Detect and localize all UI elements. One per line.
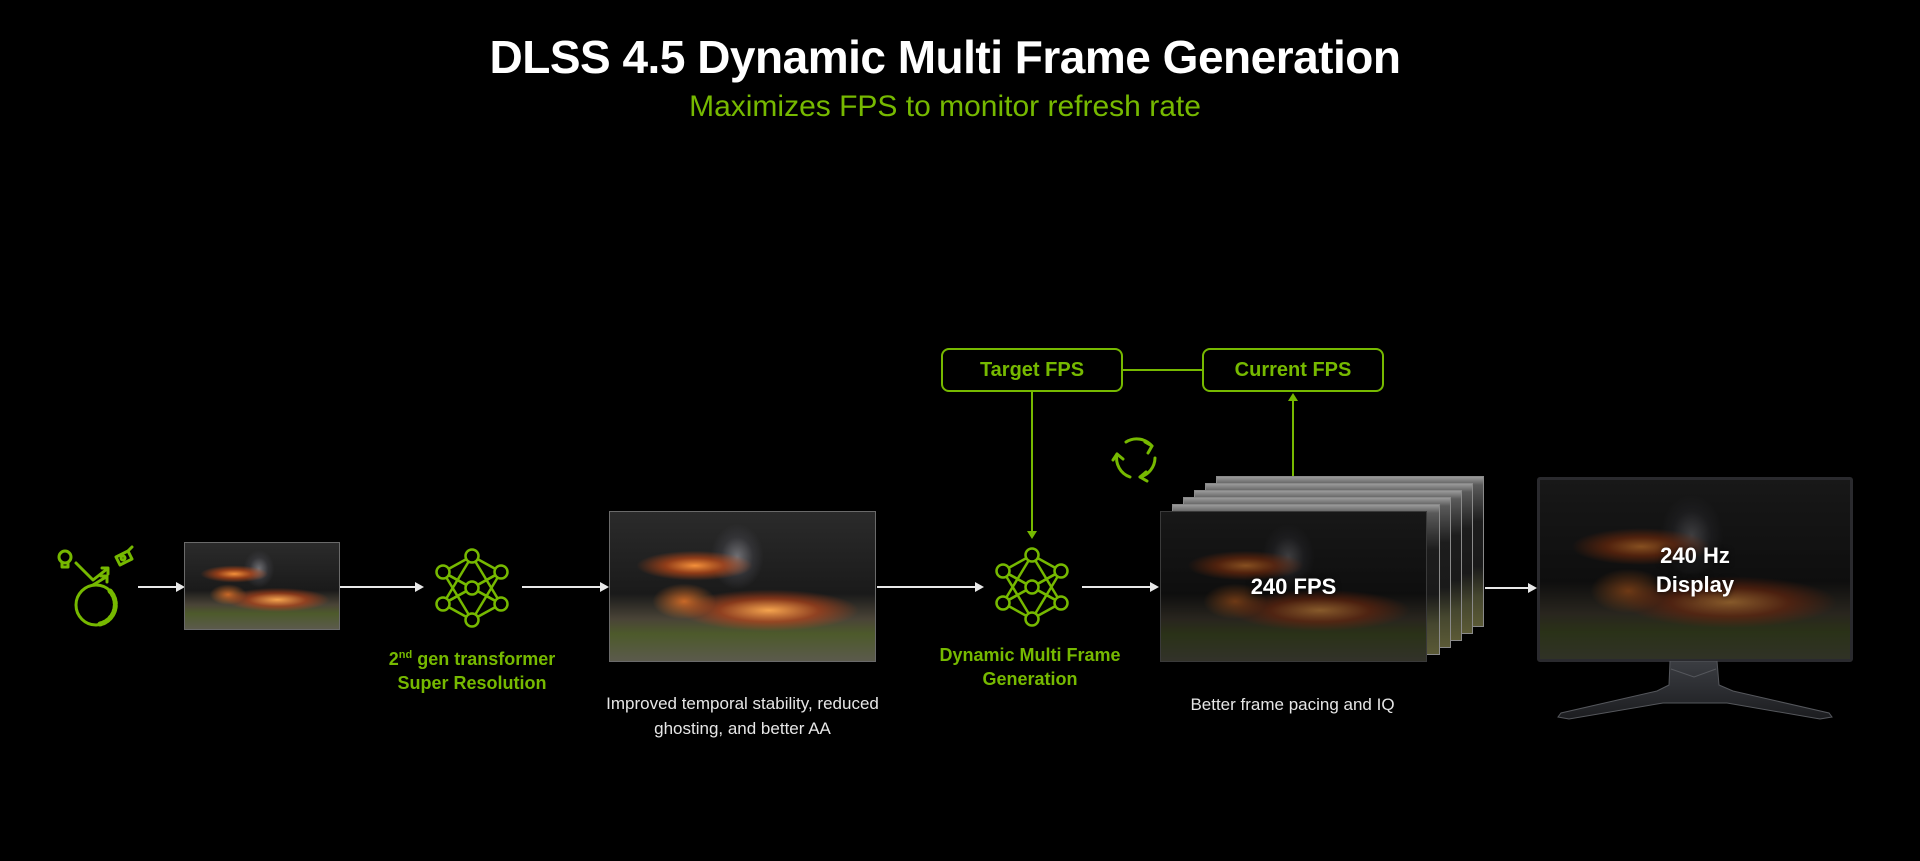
target-down-line <box>1031 392 1033 533</box>
current-fps-label: Current FPS <box>1234 358 1352 381</box>
monitor-stand <box>1557 661 1833 720</box>
arrow-right-icon <box>415 582 424 592</box>
dmfg-label: Dynamic Multi Frame Generation <box>939 645 1121 689</box>
super-resolution-label: 2nd gen transformer Super Resolution <box>388 649 556 693</box>
ray-tracing-render-icon <box>52 545 138 627</box>
page-title: DLSS 4.5 Dynamic Multi Frame Generation <box>489 31 1401 83</box>
upscaled-render-image <box>609 511 876 662</box>
arrow-right-icon <box>176 582 185 592</box>
connector-line <box>1123 369 1202 371</box>
arrow-down-icon <box>1027 531 1037 539</box>
neural-network-icon <box>993 547 1071 627</box>
arrow-line <box>522 586 600 588</box>
monitor-display: 240 Hz Display <box>1537 477 1853 722</box>
arrow-right-icon <box>1150 582 1159 592</box>
arrow-right-icon <box>600 582 609 592</box>
target-fps-label: Target FPS <box>979 358 1085 381</box>
refresh-cycle-icon <box>1110 432 1162 484</box>
arrow-up-icon <box>1288 393 1298 401</box>
arrow-line <box>138 586 176 588</box>
monitor-screen: 240 Hz Display <box>1537 477 1853 662</box>
frames-caption: Better frame pacing and IQ <box>1190 695 1395 714</box>
low-res-render-image <box>184 542 340 630</box>
target-fps-box: Target FPS <box>941 348 1123 392</box>
current-fps-box: Current FPS <box>1202 348 1384 392</box>
current-up-line <box>1292 400 1294 476</box>
arrow-right-icon <box>1528 583 1537 593</box>
front-generated-frame: 240 FPS <box>1160 511 1427 662</box>
upscaled-caption: Improved temporal stability, reduced gho… <box>606 694 879 738</box>
arrow-line <box>1485 587 1528 589</box>
neural-network-icon <box>433 548 511 628</box>
monitor-scene-image <box>1540 480 1850 659</box>
frame-scene-image <box>1160 511 1427 662</box>
arrow-right-icon <box>975 582 984 592</box>
fps-overlay: 240 FPS <box>1250 573 1337 599</box>
page-subtitle: Maximizes FPS to monitor refresh rate <box>689 90 1201 123</box>
arrow-line <box>340 586 415 588</box>
display-overlay: 240 Hz Display <box>1655 542 1735 597</box>
arrow-line <box>1082 586 1150 588</box>
arrow-line <box>877 586 975 588</box>
